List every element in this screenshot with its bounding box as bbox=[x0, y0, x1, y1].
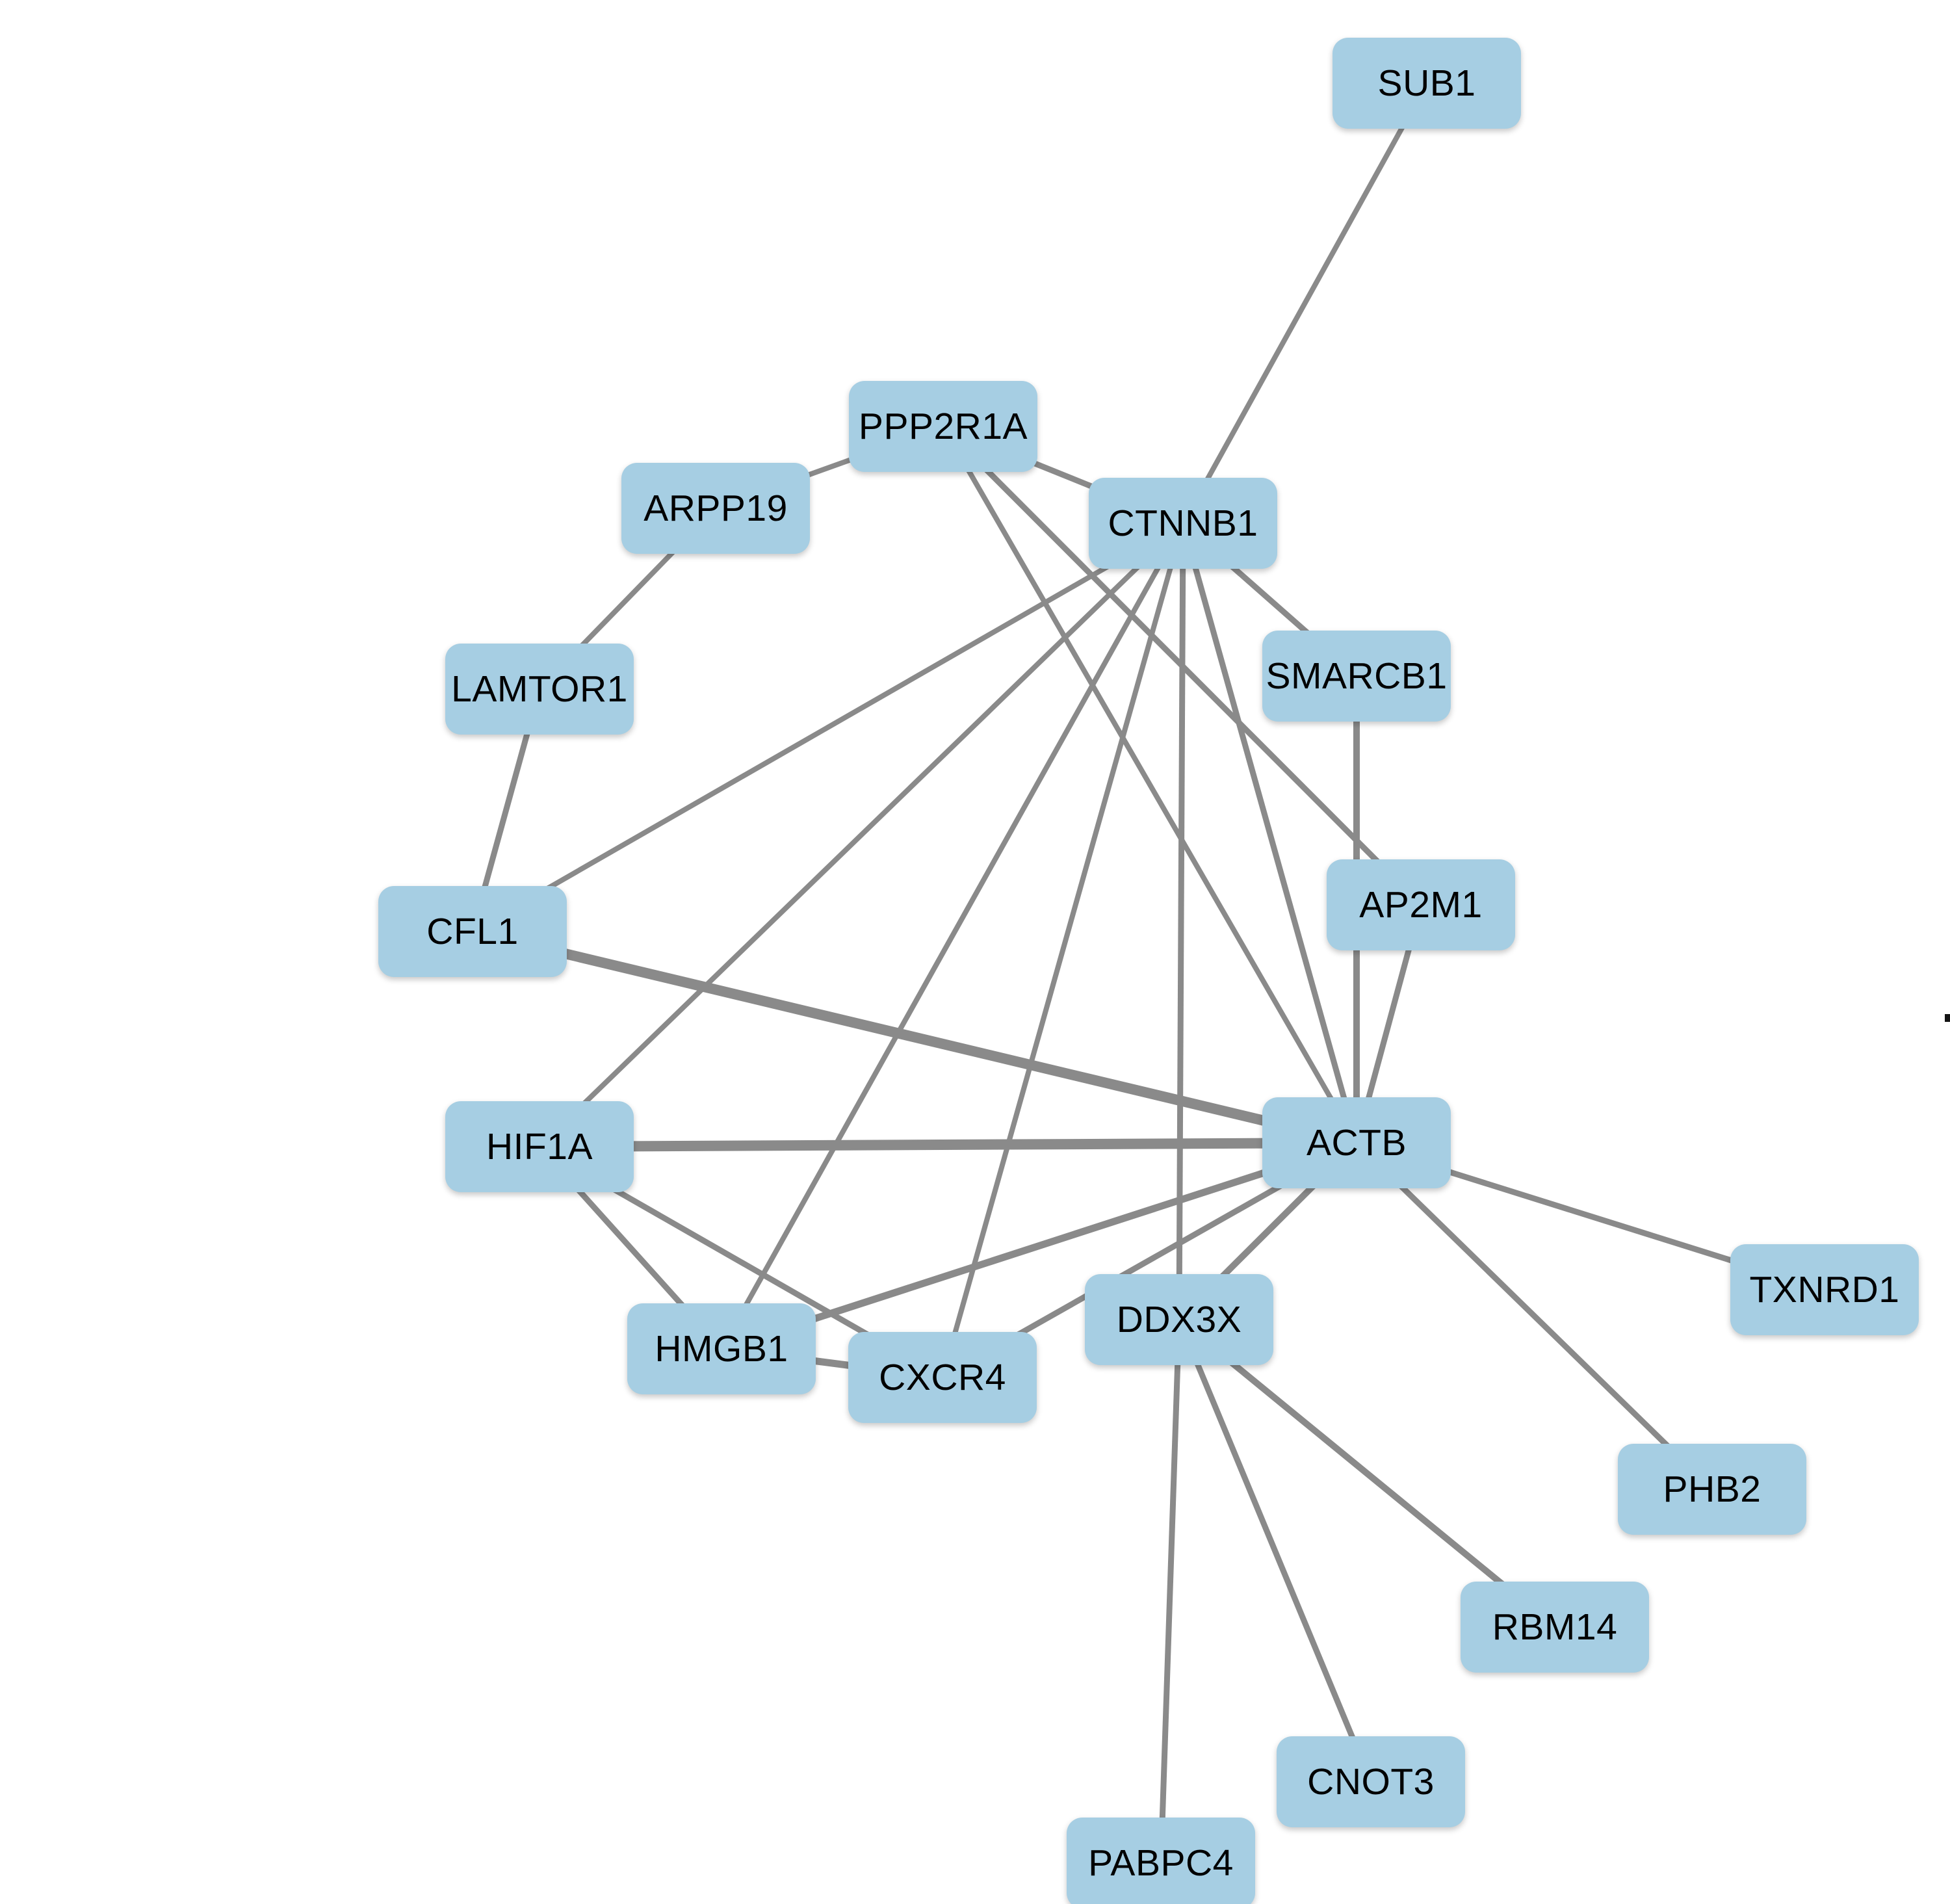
node-CNOT3[interactable]: CNOT3 bbox=[1277, 1736, 1465, 1827]
node-AP2M1[interactable]: AP2M1 bbox=[1327, 859, 1515, 950]
edge-CTNNB1-CXCR4 bbox=[940, 522, 1186, 1379]
clipped-element-artifact bbox=[1945, 1014, 1950, 1022]
edge-DDX3X-RBM14 bbox=[1176, 1317, 1557, 1630]
node-CXCR4[interactable]: CXCR4 bbox=[848, 1332, 1037, 1423]
node-RBM14[interactable]: RBM14 bbox=[1461, 1582, 1649, 1673]
edge-CFL1-CTNNB1 bbox=[471, 521, 1184, 934]
edge-CTNNB1-HMGB1 bbox=[719, 522, 1186, 1350]
edge-CTNNB1-ACTB bbox=[1180, 522, 1360, 1144]
node-CFL1[interactable]: CFL1 bbox=[378, 886, 567, 977]
node-ARPP19[interactable]: ARPP19 bbox=[621, 463, 810, 554]
edge-PPP2R1A-ACTB bbox=[941, 425, 1359, 1144]
edge-DDX3X-CNOT3 bbox=[1176, 1318, 1374, 1783]
edge-ACTB-PHB2 bbox=[1354, 1140, 1715, 1492]
node-PPP2R1A[interactable]: PPP2R1A bbox=[849, 381, 1037, 472]
node-CTNNB1[interactable]: CTNNB1 bbox=[1089, 478, 1277, 569]
node-PABPC4[interactable]: PABPC4 bbox=[1067, 1818, 1255, 1904]
edge-CTNNB1-HIF1A bbox=[538, 521, 1185, 1149]
edge-CFL1-ACTB bbox=[471, 926, 1358, 1148]
edge-HIF1A-ACTB bbox=[539, 1138, 1357, 1152]
node-SUB1[interactable]: SUB1 bbox=[1332, 38, 1521, 129]
node-LAMTOR1[interactable]: LAMTOR1 bbox=[445, 644, 634, 735]
node-DDX3X[interactable]: DDX3X bbox=[1085, 1274, 1273, 1365]
edge-SUB1-CTNNB1 bbox=[1180, 82, 1429, 525]
node-SMARCB1[interactable]: SMARCB1 bbox=[1262, 631, 1451, 722]
edge-CTNNB1-DDX3X bbox=[1176, 523, 1186, 1320]
edge-DDX3X-PABPC4 bbox=[1158, 1319, 1182, 1864]
node-HMGB1[interactable]: HMGB1 bbox=[627, 1303, 816, 1394]
node-ACTB[interactable]: ACTB bbox=[1262, 1097, 1451, 1188]
node-HIF1A[interactable]: HIF1A bbox=[445, 1101, 634, 1192]
node-TXNRD1[interactable]: TXNRD1 bbox=[1730, 1244, 1919, 1335]
node-PHB2[interactable]: PHB2 bbox=[1618, 1444, 1806, 1535]
edge-HMGB1-ACTB bbox=[720, 1139, 1358, 1353]
